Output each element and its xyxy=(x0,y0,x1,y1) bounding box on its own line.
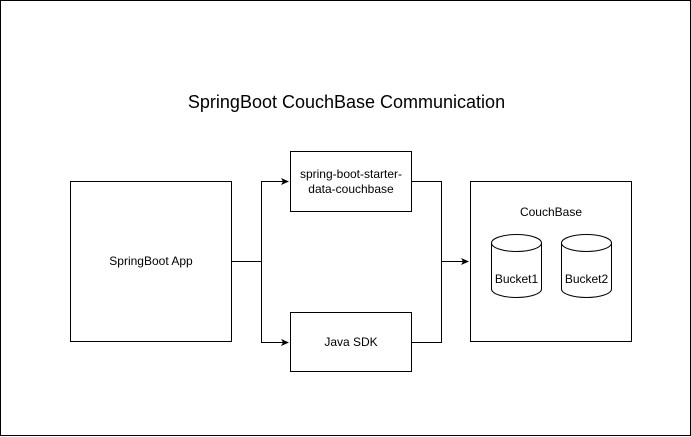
java-sdk-label: Java SDK xyxy=(324,334,378,349)
diagram-title: SpringBoot CouchBase Communication xyxy=(187,92,506,112)
starter-data-couchbase-label: spring-boot-starter-data-couchbase xyxy=(299,166,403,196)
java-sdk-node: Java SDK xyxy=(290,312,412,372)
couchbase-label: CouchBase xyxy=(519,205,583,219)
couchbase-node: CouchBase xyxy=(470,181,632,342)
connector-sdk-to-couchbase xyxy=(412,261,442,343)
springboot-app-node: SpringBoot App xyxy=(70,181,232,342)
connector-app-to-sdk xyxy=(232,261,289,346)
springboot-app-label: SpringBoot App xyxy=(109,254,193,268)
starter-data-couchbase-node: spring-boot-starter-data-couchbase xyxy=(290,151,412,212)
connector-starter-to-couchbase xyxy=(412,181,469,265)
connector-app-to-starter xyxy=(232,178,289,262)
